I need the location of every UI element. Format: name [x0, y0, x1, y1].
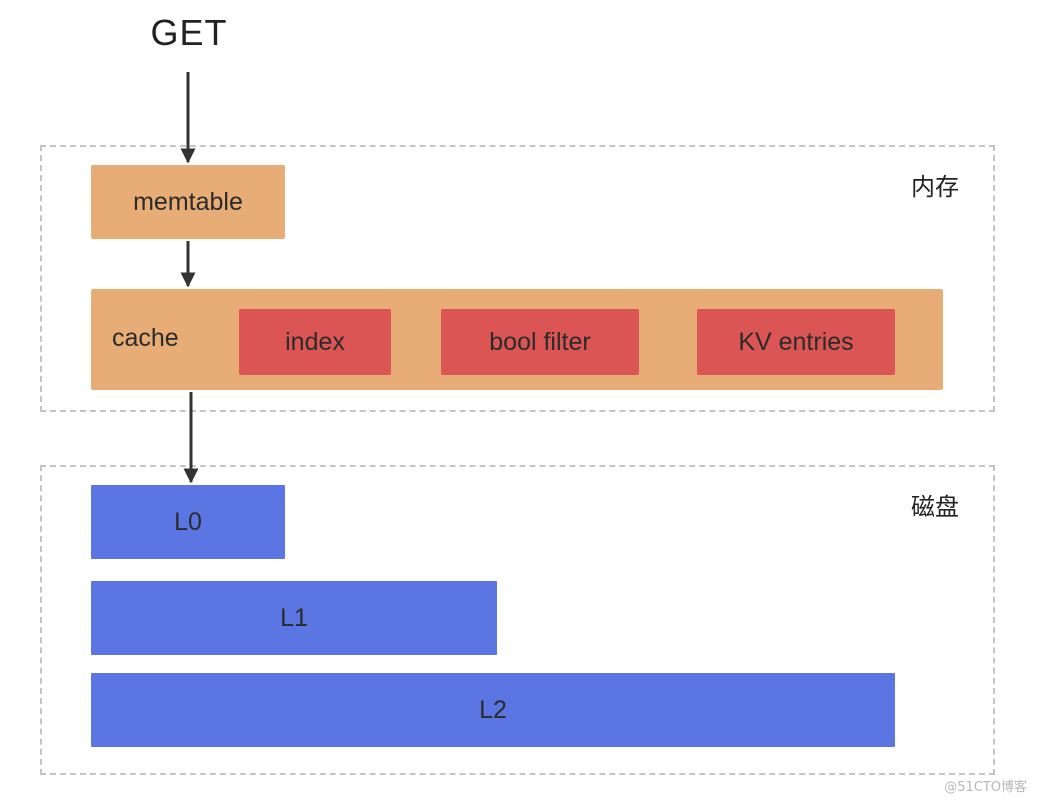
memtable-block: memtable: [91, 165, 285, 239]
level-l0-label: L0: [174, 507, 202, 536]
cache-item-index-label: index: [285, 327, 345, 356]
watermark: @51CTO博客: [944, 780, 1027, 795]
level-l1-block: L1: [91, 581, 497, 655]
memory-region: 内存: [40, 145, 995, 412]
cache-item-kv-entries-label: KV entries: [738, 327, 854, 356]
disk-region: 磁盘: [40, 465, 995, 775]
get-request-label: GET: [150, 12, 228, 53]
level-l0-block: L0: [91, 485, 285, 559]
level-l2-label: L2: [479, 695, 507, 724]
cache-item-kv-entries: KV entries: [697, 309, 895, 375]
cache-item-bool-filter-label: bool filter: [489, 327, 591, 356]
memory-region-label: 内存: [911, 173, 959, 201]
cache-label: cache: [112, 324, 179, 352]
level-l2-block: L2: [91, 673, 895, 747]
cache-item-bool-filter: bool filter: [441, 309, 639, 375]
cache-item-index: index: [239, 309, 391, 375]
level-l1-label: L1: [280, 603, 308, 632]
memtable-label: memtable: [133, 187, 243, 216]
disk-region-label: 磁盘: [911, 493, 959, 521]
